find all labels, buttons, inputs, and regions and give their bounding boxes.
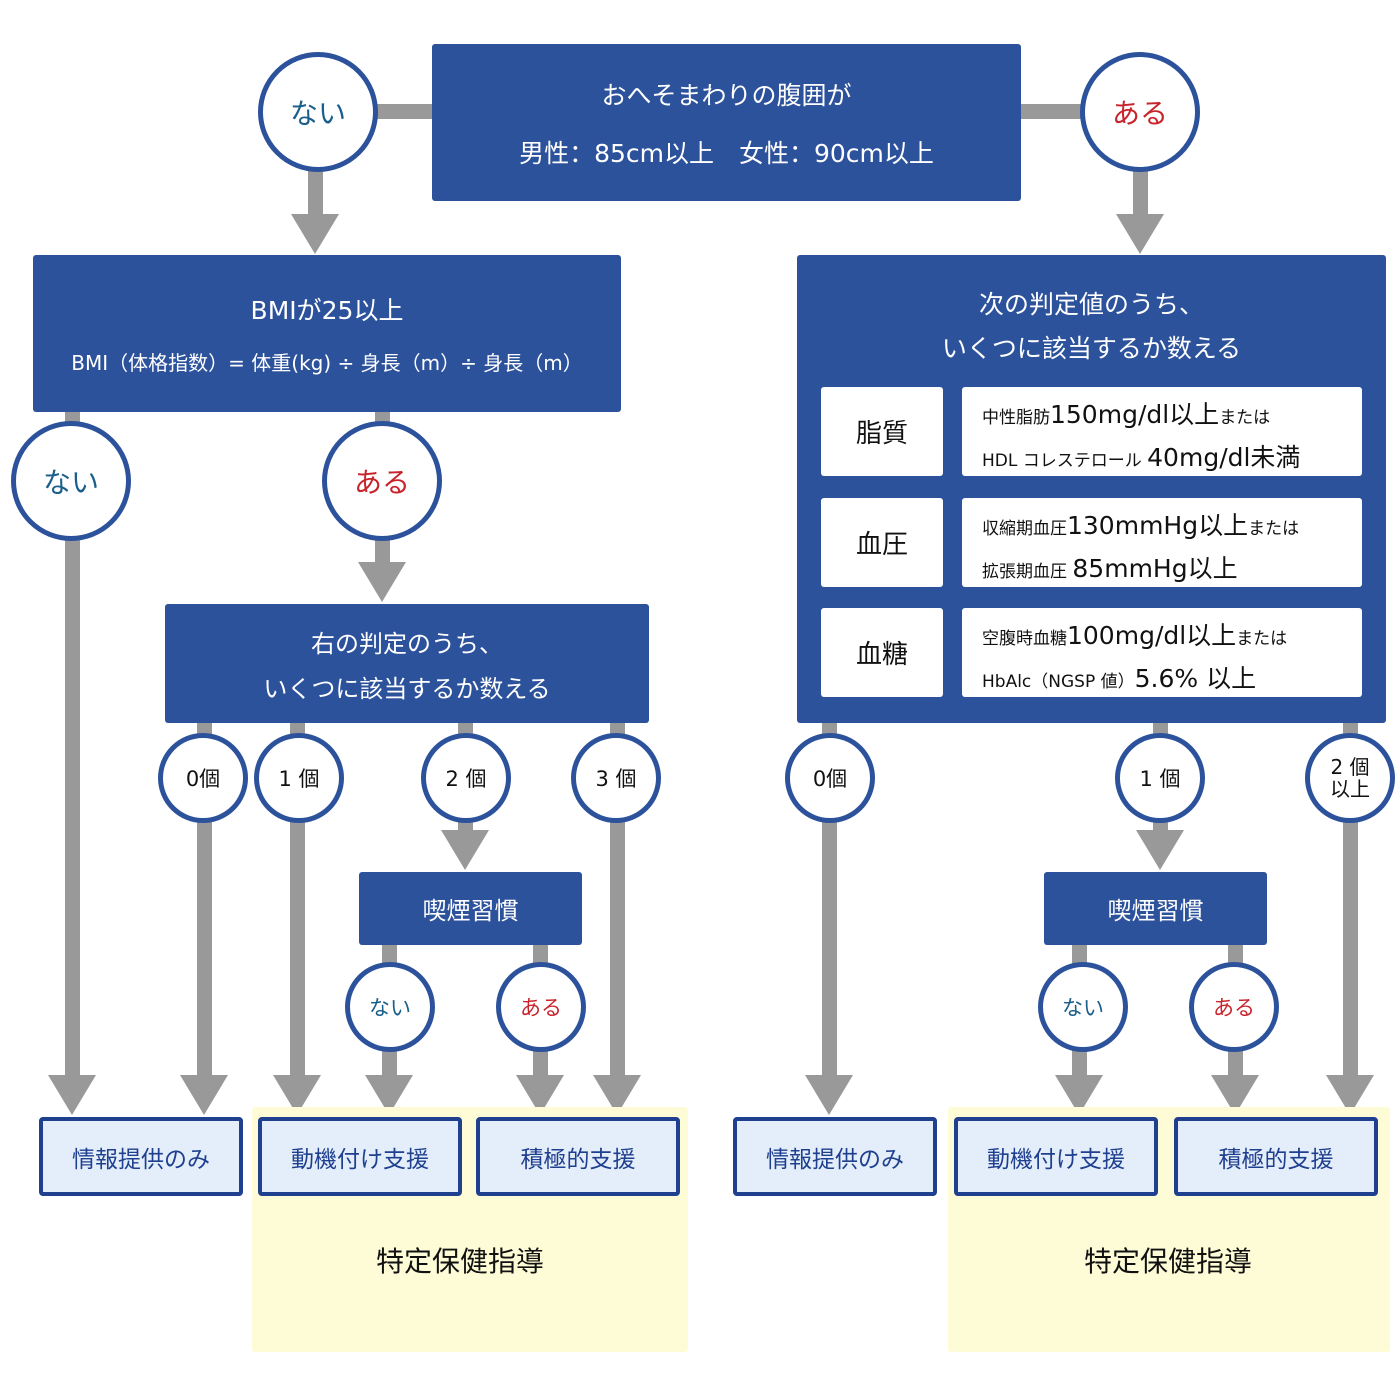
right-criteria-line1: 次の判定値のうち、 bbox=[978, 290, 1204, 319]
left-count-3-badge: 3 個 bbox=[571, 733, 661, 823]
criterion-lipid-row2-large: 40mg/dl未満 bbox=[1147, 443, 1301, 472]
bmi-no-label: ない bbox=[42, 466, 99, 499]
left-outcome-active-label: 積極的支援 bbox=[520, 1146, 636, 1173]
left-count-1-label: 1 個 bbox=[278, 767, 320, 791]
criterion-glucose-label: 血糖 bbox=[821, 608, 943, 697]
right-count-0-badge: 0個 bbox=[785, 733, 875, 823]
criterion-lipid-row1-small: 中性脂肪 bbox=[982, 408, 1050, 428]
bmi-yes-badge: ある bbox=[322, 421, 442, 541]
arrow-down-icon bbox=[48, 1075, 96, 1115]
connector bbox=[308, 165, 323, 215]
right-outcome-info-only: 情報提供のみ bbox=[733, 1117, 937, 1196]
bmi-line2: BMI（体格指数）= 体重(kg) ÷ 身長（m）÷ 身長（m） bbox=[71, 351, 583, 375]
right-outcome-info-only-label: 情報提供のみ bbox=[766, 1146, 904, 1173]
right-smoking-box: 喫煙習慣 bbox=[1044, 872, 1267, 945]
arrow-down-icon bbox=[1136, 830, 1184, 870]
waist-question-line2: 男性：85cm以上 女性：90cm以上 bbox=[519, 139, 934, 168]
connector bbox=[375, 104, 435, 119]
left-count-line2: いくつに該当するか数える bbox=[263, 675, 551, 703]
connector bbox=[1020, 104, 1085, 119]
left-outcome-info-only: 情報提供のみ bbox=[39, 1117, 243, 1196]
criterion-glucose-row1-large: 100mg/dl以上 bbox=[1067, 621, 1237, 650]
left-smoking-no-badge: ない bbox=[345, 962, 435, 1052]
criterion-lipid-label: 脂質 bbox=[821, 387, 943, 476]
left-outcome-active: 積極的支援 bbox=[476, 1117, 680, 1196]
criterion-glucose-row2-large: 5.6% 以上 bbox=[1134, 664, 1257, 693]
bmi-no-badge: ない bbox=[11, 421, 131, 541]
left-smoking-no-label: ない bbox=[369, 996, 411, 1020]
arrow-down-icon bbox=[180, 1075, 228, 1115]
right-outcome-motivation-label: 動機付け支援 bbox=[987, 1146, 1125, 1173]
criterion-bp-row2-small: 拡張期血圧 bbox=[982, 562, 1073, 582]
left-outcome-motivation: 動機付け支援 bbox=[258, 1117, 462, 1196]
right-smoking-yes-label: ある bbox=[1213, 996, 1255, 1020]
waist-question-line1: おへそまわりの腹囲が bbox=[601, 81, 852, 110]
left-count-line1: 右の判定のうち、 bbox=[311, 630, 503, 658]
waist-question-box: おへそまわりの腹囲が 男性：85cm以上 女性：90cm以上 bbox=[432, 44, 1021, 201]
criterion-glucose-values: 空腹時血糖100mg/dl以上または HbAlc（NGSP 値）5.6% 以上 bbox=[962, 608, 1362, 697]
criterion-glucose-row1-suffix: または bbox=[1236, 629, 1288, 649]
waist-no-label: ない bbox=[289, 97, 346, 130]
left-smoking-yes-badge: ある bbox=[496, 962, 586, 1052]
right-count-1-label: 1 個 bbox=[1139, 767, 1181, 791]
bmi-line1: BMIが25以上 bbox=[250, 296, 404, 325]
left-smoking-yes-label: ある bbox=[520, 996, 562, 1020]
specific-guidance-label-right: 特定保健指導 bbox=[1083, 1245, 1252, 1278]
right-count-2plus-label: 2 個 bbox=[1330, 755, 1370, 779]
right-outcome-motivation: 動機付け支援 bbox=[954, 1117, 1158, 1196]
right-criteria-line2: いくつに該当するか数える bbox=[941, 334, 1242, 363]
criterion-bp-row2-large: 85mmHg以上 bbox=[1072, 554, 1238, 583]
bmi-box: BMIが25以上 BMI（体格指数）= 体重(kg) ÷ 身長（m）÷ 身長（m… bbox=[33, 255, 621, 412]
left-count-2-badge: 2 個 bbox=[421, 733, 511, 823]
criterion-bp-row1-large: 130mmHg以上 bbox=[1067, 511, 1249, 540]
right-smoking-no-label: ない bbox=[1062, 996, 1104, 1020]
connector bbox=[65, 410, 80, 1080]
left-count-0-label: 0個 bbox=[185, 767, 221, 791]
specific-guidance-label-left: 特定保健指導 bbox=[375, 1245, 544, 1278]
right-smoking-label: 喫煙習慣 bbox=[1107, 897, 1204, 925]
right-outcome-active: 積極的支援 bbox=[1174, 1117, 1378, 1196]
left-smoking-label: 喫煙習慣 bbox=[422, 897, 519, 925]
arrow-down-icon bbox=[441, 830, 489, 870]
waist-yes-label: ある bbox=[1111, 97, 1168, 130]
right-count-1-badge: 1 個 bbox=[1115, 733, 1205, 823]
left-count-3-label: 3 個 bbox=[595, 767, 637, 791]
right-outcome-active-label: 積極的支援 bbox=[1218, 1146, 1334, 1173]
bmi-yes-label: ある bbox=[353, 466, 410, 499]
left-outcome-info-only-label: 情報提供のみ bbox=[72, 1146, 210, 1173]
right-smoking-no-badge: ない bbox=[1038, 962, 1128, 1052]
left-count-box: 右の判定のうち、 いくつに該当するか数える bbox=[165, 604, 649, 723]
arrow-down-icon bbox=[1116, 214, 1164, 254]
right-smoking-yes-badge: ある bbox=[1189, 962, 1279, 1052]
criterion-lipid-row2-small: HDL コレステロール bbox=[982, 451, 1148, 471]
criterion-bp-label: 血圧 bbox=[821, 498, 943, 587]
criterion-bp-values: 収縮期血圧130mmHg以上または 拡張期血圧 85mmHg以上 bbox=[962, 498, 1362, 587]
arrow-down-icon bbox=[805, 1075, 853, 1115]
criterion-glucose-row2-small: HbAlc（NGSP 値） bbox=[982, 672, 1135, 692]
criterion-lipid-row1-large: 150mg/dl以上 bbox=[1050, 400, 1220, 429]
waist-no-badge: ない bbox=[258, 52, 378, 172]
left-count-2-label: 2 個 bbox=[445, 767, 487, 791]
left-count-0-badge: 0個 bbox=[158, 733, 248, 823]
connector bbox=[1133, 165, 1148, 215]
left-outcome-motivation-label: 動機付け支援 bbox=[291, 1146, 429, 1173]
waist-yes-badge: ある bbox=[1080, 52, 1200, 172]
arrow-down-icon bbox=[291, 214, 339, 254]
left-count-1-badge: 1 個 bbox=[254, 733, 344, 823]
criterion-glucose-row1-small: 空腹時血糖 bbox=[982, 629, 1067, 649]
criterion-bp-row1-suffix: または bbox=[1248, 519, 1300, 539]
left-smoking-box: 喫煙習慣 bbox=[359, 872, 582, 945]
arrow-down-icon bbox=[358, 562, 406, 602]
right-count-2plus-suffix: 以上 bbox=[1330, 777, 1370, 801]
right-count-2plus-badge: 2 個 以上 bbox=[1305, 733, 1395, 823]
right-count-0-label: 0個 bbox=[812, 767, 848, 791]
criterion-lipid-row1-suffix: または bbox=[1219, 408, 1271, 428]
criterion-lipid-values: 中性脂肪150mg/dl以上または HDL コレステロール 40mg/dl未満 bbox=[962, 387, 1362, 476]
criterion-bp-row1-small: 収縮期血圧 bbox=[982, 519, 1067, 539]
